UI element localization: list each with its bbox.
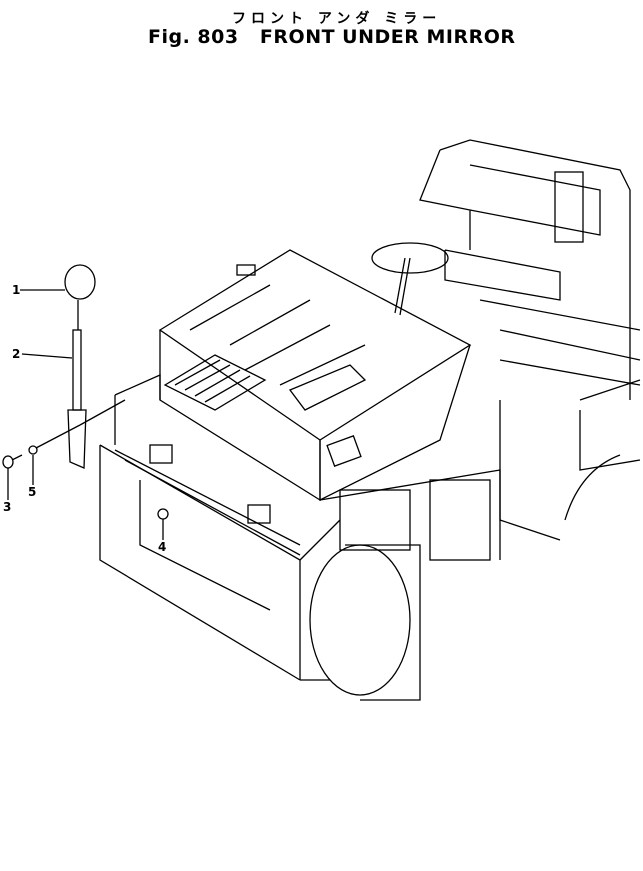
callout-1: 1 (12, 283, 21, 297)
front-frame (99, 373, 501, 681)
steering-wheel (371, 242, 449, 316)
mirror (64, 264, 96, 300)
hood (158, 249, 472, 502)
callout-5: 5 (28, 485, 37, 499)
callout-4: 4 (158, 540, 167, 554)
rear-body (419, 139, 641, 541)
callout-2: 2 (12, 347, 21, 361)
nut (157, 508, 169, 520)
bolt (2, 455, 14, 469)
washer (28, 445, 38, 455)
mirror-stay (72, 329, 82, 411)
callout-3: 3 (3, 500, 12, 514)
mirror-parts (2, 264, 169, 540)
figure-title-japanese: フロント アンダ ミラー (232, 11, 442, 27)
figure-title: Fig. 803 FRONT UNDER MIRROR (148, 26, 516, 48)
front-roller (300, 544, 421, 701)
